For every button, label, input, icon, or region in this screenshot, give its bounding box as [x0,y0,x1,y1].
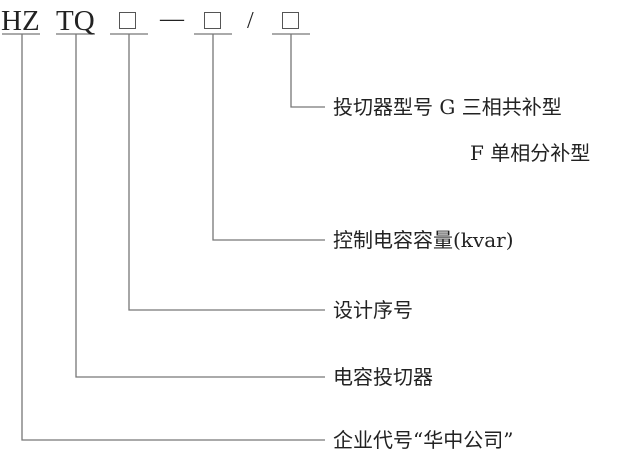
placeholder-box-capacity [204,12,221,29]
label-company: 企业代号“华中公司” [333,428,514,452]
code-tq: TQ [56,5,95,37]
label-switch-type: 投切器型号 G 三相共补型 [333,95,562,119]
code-dash: — [160,6,184,32]
label-capacity: 控制电容容量(kvar) [333,228,514,252]
placeholder-box-design [119,12,136,29]
code-slash: / [247,8,254,34]
label-switch-type-f: F 单相分补型 [470,141,591,165]
label-product: 电容投切器 [333,365,433,389]
placeholder-box-type [282,12,299,29]
code-hz: HZ [1,5,40,37]
label-design-no: 设计序号 [333,298,413,322]
